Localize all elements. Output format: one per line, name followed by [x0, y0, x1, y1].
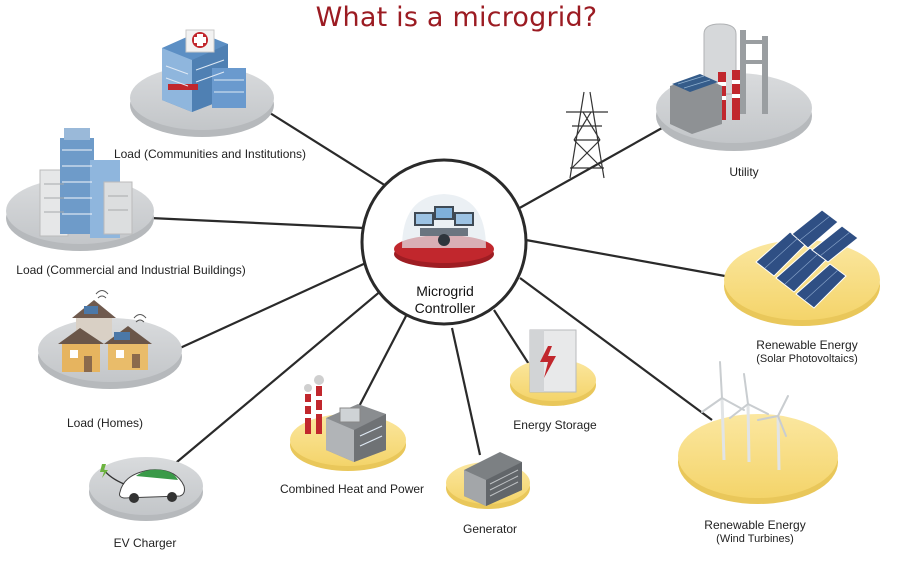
wind-turbines-icon — [678, 361, 838, 504]
label-communities-text: Load (Communities and Institutions) — [113, 147, 307, 161]
link-ev — [164, 289, 383, 473]
solar-panels-icon — [724, 209, 880, 326]
label-wind-text: Renewable Energy — [704, 518, 806, 532]
label-storage: Energy Storage — [505, 418, 605, 432]
homes-icon — [38, 290, 182, 389]
communities-hospital-icon — [130, 29, 274, 137]
combined-heat-power-icon — [290, 375, 406, 471]
transmission-tower-icon — [566, 91, 608, 179]
label-commercial-text: Load (Commercial and Industrial Building… — [16, 263, 246, 277]
label-solar: Renewable Energy (Solar Photovoltaics) — [742, 338, 872, 365]
link-generator — [450, 327, 482, 456]
link-utility — [515, 127, 663, 211]
controller-label-line2: Controller — [414, 300, 476, 316]
label-generator: Generator — [450, 522, 530, 536]
connector-lines — [149, 107, 726, 473]
label-homes: Load (Homes) — [60, 416, 150, 430]
controller-label-line1: Microgrid — [416, 283, 474, 299]
link-solar — [525, 238, 726, 278]
link-chp — [351, 315, 407, 421]
label-ev: EV Charger — [100, 536, 190, 550]
label-commercial: Load (Commercial and Industrial Building… — [12, 263, 250, 277]
label-communities: Load (Communities and Institutions) — [112, 147, 308, 161]
generator-icon — [446, 452, 530, 509]
label-utility: Utility — [712, 165, 776, 179]
label-chp: Combined Heat and Power — [272, 482, 432, 496]
link-storage — [493, 309, 535, 373]
diagram-title: What is a microgrid? — [315, 2, 598, 33]
utility-plant-icon — [656, 23, 812, 151]
microgrid-controller-hub — [360, 158, 528, 326]
energy-storage-icon — [510, 329, 596, 406]
link-commercial — [149, 216, 365, 230]
link-homes — [179, 260, 369, 350]
label-storage-text: Energy Storage — [513, 418, 597, 432]
label-wind-sub: (Wind Turbines) — [716, 533, 794, 545]
label-ev-text: EV Charger — [113, 536, 177, 550]
label-generator-text: Generator — [462, 522, 518, 536]
label-utility-text: Utility — [729, 165, 759, 179]
label-solar-text: Renewable Energy — [756, 338, 858, 352]
label-homes-text: Load (Homes) — [66, 416, 144, 430]
link-wind — [519, 277, 713, 421]
controller-label: Microgrid Controller — [398, 283, 492, 317]
commercial-buildings-icon — [6, 128, 154, 251]
label-chp-text: Combined Heat and Power — [279, 482, 425, 496]
label-solar-sub: (Solar Photovoltaics) — [756, 353, 858, 365]
label-wind: Renewable Energy (Wind Turbines) — [690, 518, 820, 545]
ev-charger-icon — [89, 457, 203, 521]
link-communities — [261, 107, 387, 187]
